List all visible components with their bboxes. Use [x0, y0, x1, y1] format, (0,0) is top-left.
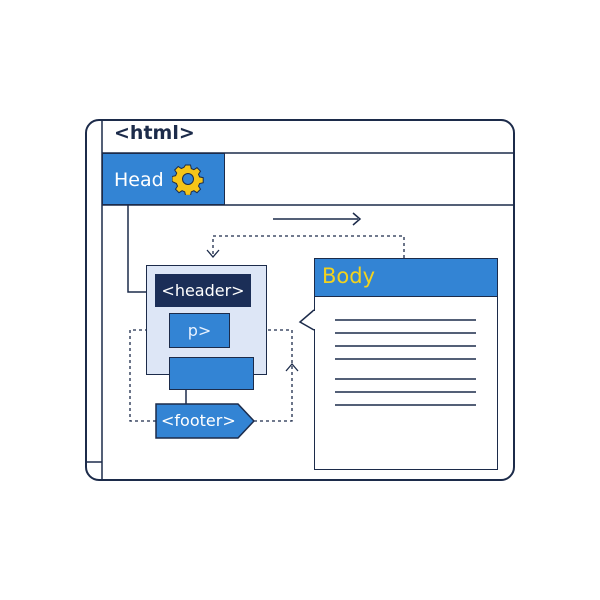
footer-label: <footer> — [161, 411, 236, 430]
html-window-title: <html> — [114, 122, 195, 144]
head-section[interactable] — [102, 153, 225, 205]
body-title: Body — [322, 264, 376, 288]
body-title-bar — [314, 258, 498, 297]
p-element-box[interactable]: p> — [169, 313, 230, 348]
content-block-box[interactable] — [169, 357, 254, 390]
head-label: Head — [114, 169, 164, 191]
gear-icon — [172, 164, 204, 195]
header-element-box[interactable]: <header> — [155, 274, 251, 307]
